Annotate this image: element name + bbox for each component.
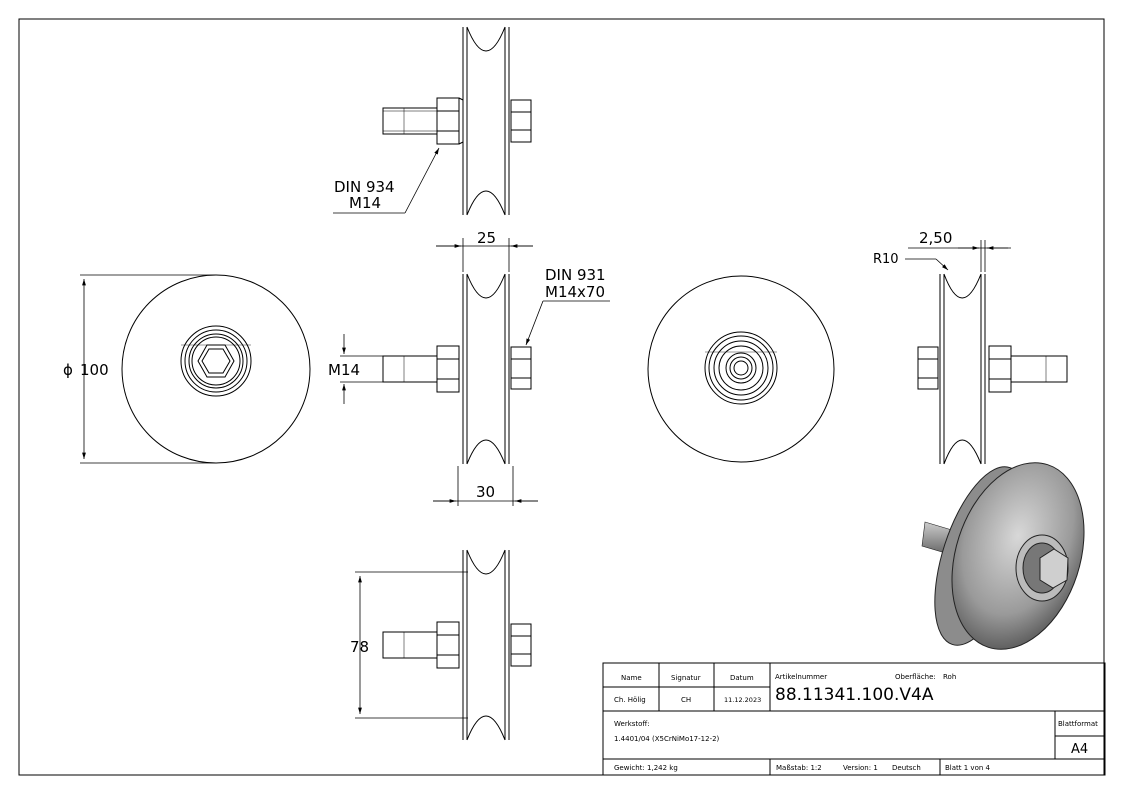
gewicht-text: Gewicht: 1,242 kg (614, 764, 678, 772)
drawing-frame (18, 18, 1105, 776)
width-25-label: 25 (477, 229, 496, 247)
werkstoff-label: Werkstoff: (614, 720, 650, 728)
din931-size-label: M14x70 (545, 283, 605, 301)
version-text: Version: 1 (843, 764, 878, 772)
blatt-text: Blatt 1 von 4 (945, 764, 991, 772)
oberflaeche-label: Oberfläche: (895, 673, 936, 681)
height-78-dimension (355, 571, 468, 719)
datum-header: Datum (730, 674, 754, 682)
signatur-header: Signatur (671, 674, 701, 682)
center-side-view (382, 273, 532, 465)
thread-m14-dimension (340, 334, 383, 404)
diameter-value: 100 (80, 361, 109, 379)
name-value: Ch. Hölig (614, 696, 646, 704)
bottom-side-view (382, 549, 532, 741)
radius-r10-label: R10 (873, 252, 899, 267)
thread-m14-label: M14 (328, 361, 360, 379)
sprache-text: Deutsch (892, 764, 921, 772)
diameter-dimension (80, 274, 216, 464)
din934-label: DIN 934 (334, 178, 395, 196)
din934-size-label: M14 (349, 194, 381, 212)
massstab-text: Maßstab: 1:2 (776, 764, 822, 772)
width-30-dimension (433, 466, 538, 506)
din934-callout (333, 147, 440, 214)
right-side-view (917, 273, 1068, 465)
signatur-value: CH (681, 696, 691, 704)
diameter-symbol: ϕ (63, 361, 73, 379)
front-view-circle (121, 274, 311, 464)
din931-callout (525, 300, 610, 346)
top-side-view (382, 26, 532, 216)
werkstoff-value: 1.4401/04 (X5CrNiMo17-12-2) (614, 735, 720, 743)
artikelnummer-label: Artikelnummer (775, 673, 827, 681)
din931-label: DIN 931 (545, 266, 606, 284)
blattformat-value: A4 (1071, 742, 1088, 757)
blattformat-label: Blattformat (1058, 720, 1098, 728)
isometric-render (921, 462, 1085, 650)
oberflaeche-value: Roh (943, 673, 956, 681)
groove-2-50-label: 2,50 (919, 229, 952, 247)
width-30-label: 30 (476, 483, 495, 501)
height-78-label: 78 (350, 638, 369, 656)
radius-r10-leader (905, 258, 949, 271)
title-block (602, 662, 1106, 776)
width-25-dimension (436, 238, 533, 272)
groove-2-50-dimension (908, 240, 1011, 272)
name-header: Name (621, 674, 642, 682)
rear-view-circle (647, 275, 835, 463)
artikelnummer-value: 88.11341.100.V4A (775, 685, 934, 705)
datum-value: 11.12.2023 (724, 696, 761, 704)
